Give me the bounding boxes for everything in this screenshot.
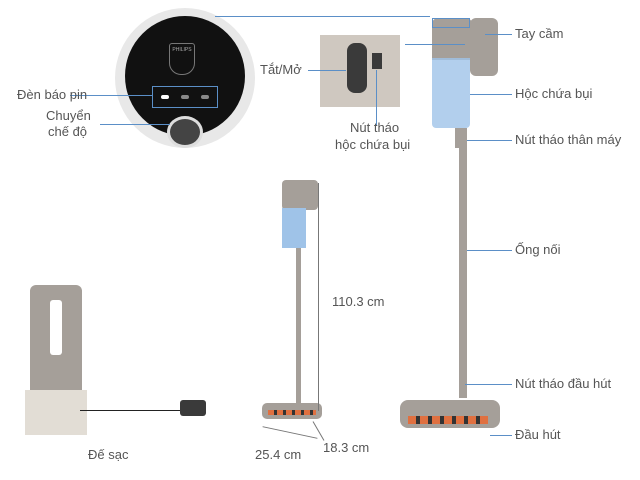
label-tube: Ống nối [515,242,561,257]
label-body-release: Nút tháo thân máy [515,132,622,147]
label-dust-bin: Hộc chứa bụi [515,86,593,101]
label-handle: Tay cầm [515,26,564,41]
dimension-depth: 18.3 cm [323,440,370,455]
label-power: Tắt/Mở [260,62,302,77]
label-battery-indicator: Đèn báo pin [17,87,88,102]
dimension-width: 25.4 cm [255,447,302,462]
control-panel-closeup: PHILIPS [115,8,255,148]
power-button-closeup [320,35,400,107]
label-nozzle: Đầu hút [515,427,561,442]
battery-indicator-lights [152,86,218,108]
label-bin-release: Nút tháo [350,120,400,135]
philips-logo: PHILIPS [169,43,195,75]
label-mode-switch-2: chế độ [48,124,88,139]
label-mode-switch: Chuyển [46,108,91,123]
label-charging-base: Đế sạc [88,447,129,462]
mode-switch-button[interactable] [167,116,203,148]
dimension-height: 110.3 cm [332,294,385,309]
label-head-release: Nút tháo đầu hút [515,376,612,391]
label-bin-release-2: hộc chứa bụi [335,137,411,152]
